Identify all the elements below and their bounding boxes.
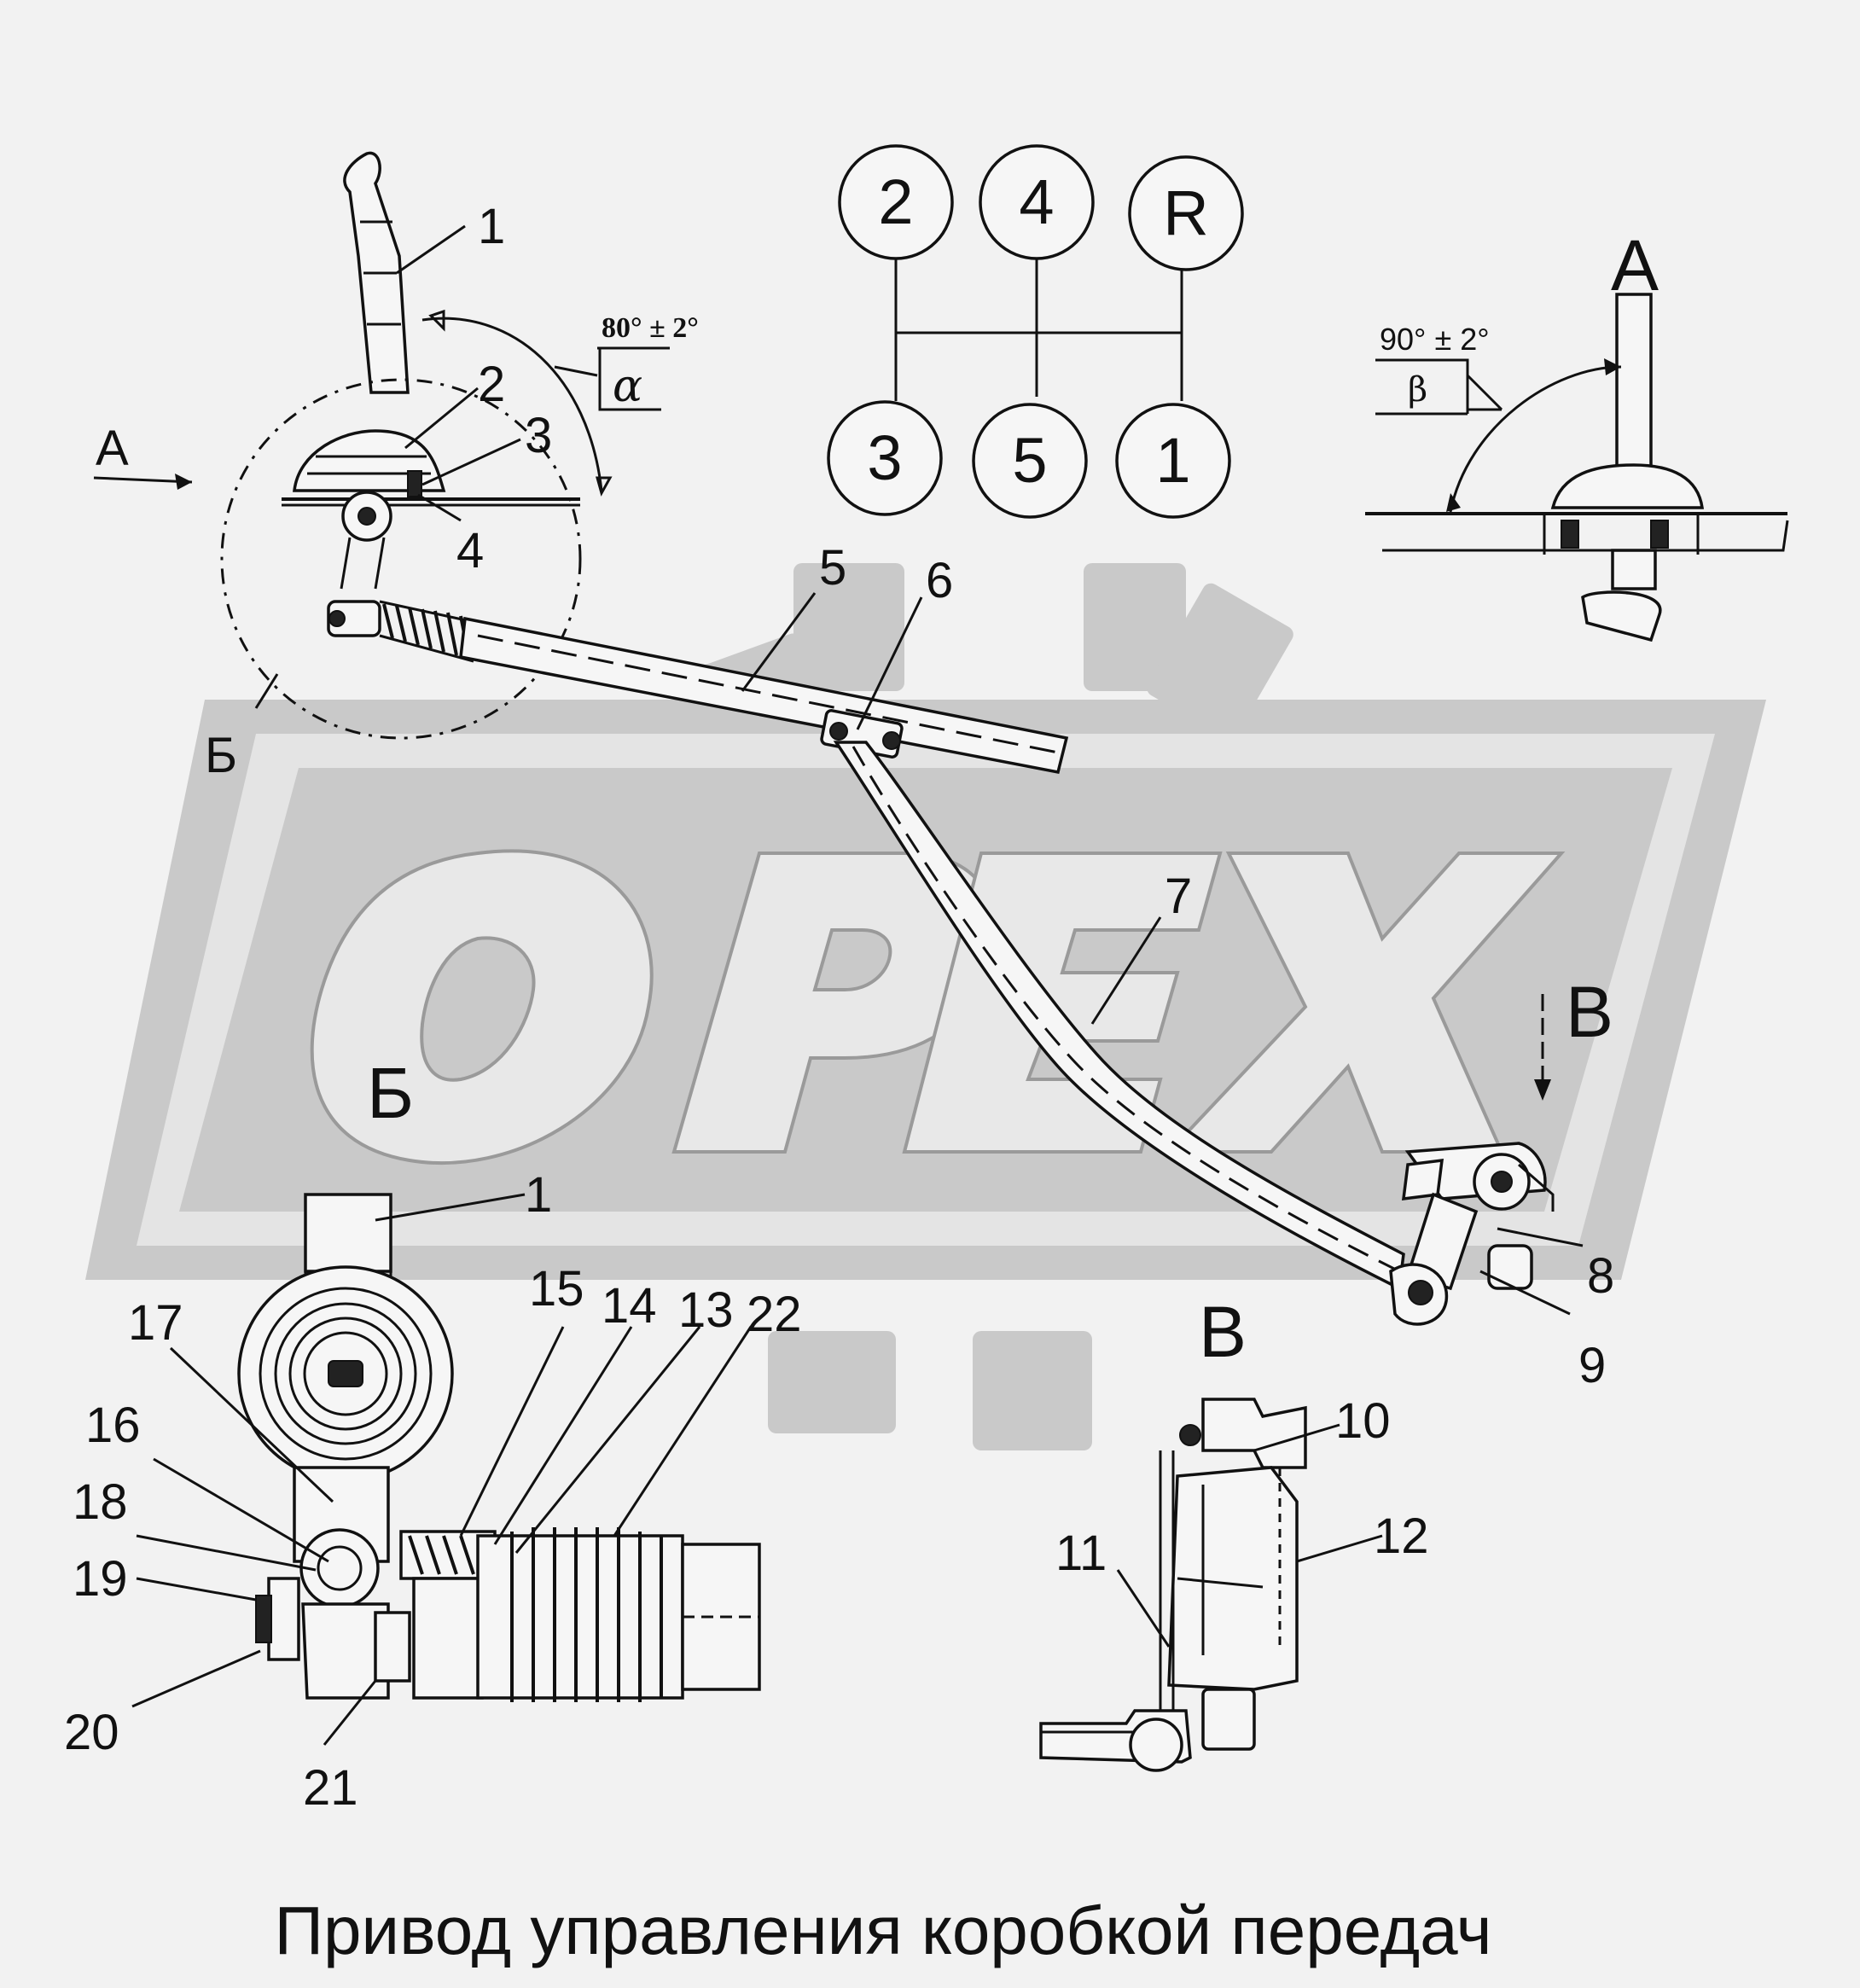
label-8: 8: [1587, 1248, 1614, 1304]
mechanism-body: [1167, 1466, 1299, 1691]
gear-circle-4: [979, 144, 1095, 260]
view-a-marker: А: [96, 421, 129, 476]
watermark-letters: [310, 849, 1566, 1165]
view-arrow-a: [93, 476, 193, 484]
label-1-top: 1: [478, 199, 505, 254]
part-labels: 1 2 3 4 5 6 7 8 9 10 11 12 13 14 15 16 1…: [64, 199, 1614, 1816]
spring-joint: [327, 600, 479, 663]
label-4: 4: [456, 523, 484, 578]
view-v-arrow-label: В: [1566, 972, 1613, 1052]
gear-3-label: 3: [867, 422, 902, 493]
alpha-angle-callout: 80° ± 2° α: [554, 312, 699, 412]
label-16: 16: [85, 1398, 141, 1453]
view-a-boot: [1550, 463, 1705, 509]
label-19: 19: [73, 1551, 128, 1607]
label-18: 18: [73, 1474, 128, 1530]
lever-8: [1405, 1192, 1479, 1291]
label-12: 12: [1374, 1508, 1429, 1564]
gear-circle-2: [838, 144, 954, 260]
label-7: 7: [1165, 869, 1192, 924]
gear-circle-3: [827, 400, 943, 516]
view-a: А: [1365, 225, 1789, 642]
view-a-title: А: [1611, 225, 1659, 305]
label-21: 21: [303, 1760, 358, 1816]
drawing-title: Привод управления коробкой передач: [274, 1892, 1491, 1968]
label-1-detail: 1: [525, 1167, 552, 1223]
beta-angle-callout: 90° ± 2° β: [1375, 322, 1503, 416]
detail-b: Б: [237, 1053, 761, 1702]
gear-circle-1: [1115, 403, 1231, 519]
beta-angle-value: 90° ± 2°: [1380, 322, 1490, 357]
detail-b-title: Б: [367, 1053, 414, 1133]
label-22: 22: [747, 1287, 802, 1342]
beta-arc: [1449, 365, 1622, 513]
view-b-marker: Б: [205, 728, 237, 783]
label-3: 3: [525, 408, 552, 463]
part-9: [1487, 1244, 1533, 1290]
label-6: 6: [926, 553, 953, 608]
gear-circle-r: [1128, 155, 1244, 271]
label-20: 20: [64, 1705, 119, 1760]
label-14: 14: [602, 1278, 657, 1334]
label-17: 17: [128, 1295, 183, 1351]
label-2: 2: [478, 357, 505, 412]
gear-1-label: 1: [1155, 425, 1190, 496]
gear-r-label: R: [1163, 177, 1208, 248]
detail-circle-b: [220, 378, 582, 740]
label-5: 5: [819, 540, 846, 596]
detail-lever-stub: [304, 1193, 392, 1273]
gear-5-label: 5: [1012, 425, 1047, 496]
label-9: 9: [1578, 1338, 1606, 1393]
gear-2-label: 2: [878, 166, 913, 237]
linkage-8-9: [1389, 1142, 1584, 1326]
bellows-22: [476, 1527, 684, 1702]
label-15: 15: [529, 1261, 584, 1317]
leader-lines: [131, 224, 1383, 1746]
view-v-title: В: [1199, 1292, 1247, 1372]
gear-circle-5: [972, 403, 1088, 519]
gear-4-label: 4: [1019, 166, 1054, 237]
beta-symbol: β: [1408, 370, 1427, 410]
gear-shift-pattern: 2 4 R 3 5 1: [827, 144, 1244, 519]
watermark: [85, 563, 1766, 1450]
label-10: 10: [1335, 1393, 1391, 1449]
label-13: 13: [678, 1282, 734, 1338]
view-v: В В: [1039, 972, 1613, 1772]
alpha-angle-value: 80° ± 2°: [602, 312, 699, 344]
alpha-arc: [421, 317, 603, 491]
rod-5: [459, 616, 1069, 775]
alpha-symbol: α: [613, 361, 642, 412]
label-11: 11: [1055, 1526, 1107, 1581]
